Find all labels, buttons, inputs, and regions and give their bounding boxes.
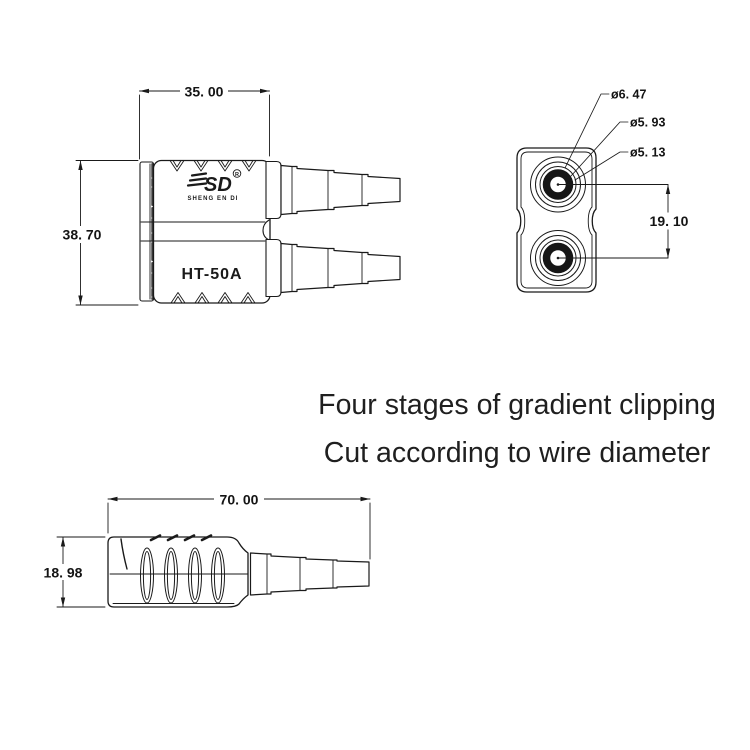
arrowhead-up — [665, 184, 671, 194]
model-label: HT-50A — [181, 266, 242, 283]
grip-serrations-bottom — [170, 292, 256, 304]
boot-top-outline — [280, 164, 401, 216]
bottom-boot-outline — [249, 552, 370, 596]
front-view: ø6. 47 ø5. 93 ø5. 13 19. 10 — [516, 88, 693, 293]
front-housing-inner-line — [520, 151, 593, 289]
dim-35-label: 35. 00 — [185, 84, 224, 100]
boot-bottom-outline — [280, 242, 401, 294]
arrowhead-right — [360, 496, 370, 502]
brand-logo: SD R SHENG EN DI — [186, 169, 242, 202]
boot-top — [265, 160, 401, 220]
dia-outer-label: ø6. 47 — [611, 88, 646, 102]
dim-19-label: 19. 10 — [650, 213, 689, 229]
mating-face-strip — [139, 161, 155, 302]
boot-bottom-stage-lines — [291, 244, 363, 292]
captions: Four stages of gradient clipping Cut acc… — [318, 389, 716, 469]
arrowhead-down — [665, 248, 671, 258]
caption-line-2: Cut according to wire diameter — [324, 437, 711, 469]
connector-body — [152, 159, 271, 304]
dim-18-label: 18. 98 — [44, 565, 83, 581]
dia-mid-label: ø5. 93 — [630, 116, 665, 130]
dimension-length-70: 70. 00 — [107, 491, 371, 560]
arrowhead-up — [60, 537, 66, 547]
dimension-height-18: 18. 98 — [39, 536, 106, 608]
arrowhead-left — [108, 496, 118, 502]
bottom-body-outline — [107, 536, 249, 608]
logo-bars — [186, 172, 208, 187]
arrowhead-down — [60, 597, 66, 607]
registered-mark: R — [235, 172, 239, 178]
leader-dia-mid — [570, 121, 629, 177]
dimension-pitch-19: 19. 10 — [557, 184, 693, 259]
bottom-boot-stage-lines — [266, 553, 334, 595]
arrowhead-left — [139, 88, 149, 94]
bottom-boot — [249, 552, 370, 596]
boot-top-shoulder — [265, 160, 282, 220]
dim-38-label: 38. 70 — [63, 227, 102, 243]
caption-line-1: Four stages of gradient clipping — [318, 389, 716, 421]
brand-name: SHENG EN DI — [187, 196, 238, 202]
bottom-view: 70. 00 18. 98 — [39, 491, 371, 608]
leader-dia-inner — [574, 151, 629, 181]
arrowhead-down — [78, 295, 83, 305]
diameter-callouts: ø6. 47 ø5. 93 ø5. 13 — [564, 88, 665, 181]
leader-dia-outer — [564, 93, 610, 169]
dia-inner-label: ø5. 13 — [630, 146, 665, 160]
grip-serrations-top — [169, 160, 257, 172]
serration-marks — [149, 534, 213, 542]
logo-glyph: SD — [204, 174, 232, 196]
boot-bottom — [265, 238, 401, 298]
grip-slots — [140, 547, 225, 604]
dim-70-label: 70. 00 — [220, 492, 259, 508]
side-view: 35. 00 38. 70 — [58, 83, 401, 306]
dimension-height-38: 38. 70 — [58, 160, 139, 306]
boot-crotch — [262, 219, 270, 241]
arrowhead-up — [78, 160, 83, 170]
arrowhead-right — [260, 88, 270, 94]
dimension-width-35: 35. 00 — [139, 83, 270, 160]
registered-circle — [232, 169, 242, 178]
boot-bottom-shoulder — [265, 238, 282, 298]
boot-top-stage-lines — [291, 166, 363, 214]
body-crease — [120, 538, 128, 570]
